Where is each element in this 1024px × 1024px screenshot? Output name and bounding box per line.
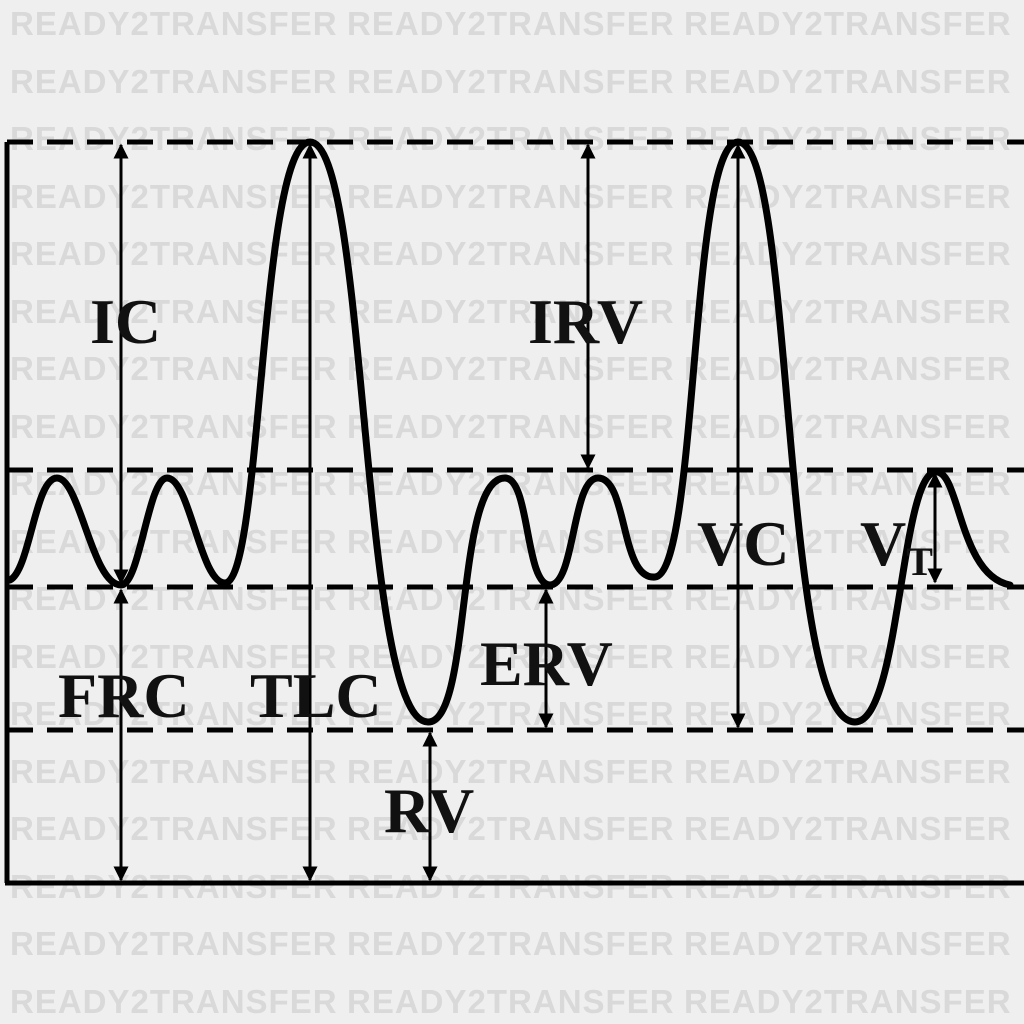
watermark-text: READY2TRANSFER [347, 867, 675, 905]
tlc-label: TLC [250, 660, 382, 731]
watermark-text: READY2TRANSFER [10, 62, 338, 100]
watermark-text: READY2TRANSFER [684, 62, 1012, 100]
watermark-text: READY2TRANSFER [684, 982, 1012, 1020]
watermark-text: READY2TRANSFER [10, 120, 338, 157]
watermark-text: READY2TRANSFER [10, 407, 338, 445]
watermark-text: READY2TRANSFER [684, 810, 1012, 847]
watermark-text: READY2TRANSFER [10, 350, 338, 387]
watermark-text: READY2TRANSFER [347, 407, 675, 445]
watermark-text: READY2TRANSFER [684, 867, 1012, 905]
watermark-text: READY2TRANSFER [347, 5, 675, 42]
frc-label: FRC [58, 660, 190, 731]
watermark-text: READY2TRANSFER [684, 925, 1012, 962]
watermark-text: READY2TRANSFER [10, 235, 338, 272]
watermark-text: READY2TRANSFER [347, 350, 675, 387]
erv-label: ERV [480, 628, 613, 699]
watermark-text: READY2TRANSFER [347, 120, 675, 157]
watermark-text: READY2TRANSFER [10, 695, 338, 732]
watermark-text: READY2TRANSFER [347, 752, 675, 790]
watermark-text: READY2TRANSFER [347, 637, 675, 675]
vt-label-main: V [860, 508, 906, 579]
vt-label-subscript: T [906, 539, 933, 584]
irv-label: IRV [528, 286, 643, 357]
watermark-text: READY2TRANSFER [347, 522, 675, 560]
watermark-text: READY2TRANSFER [10, 867, 338, 905]
ic-label: IC [90, 286, 161, 357]
volume-waveform [6, 138, 1014, 726]
watermark-text: READY2TRANSFER [10, 5, 338, 42]
vc-label: VC [697, 508, 789, 579]
watermark-text: READY2TRANSFER [347, 292, 675, 330]
watermark-text: READY2TRANSFER [10, 982, 338, 1020]
watermark-text: READY2TRANSFER [347, 177, 675, 215]
watermark-text: READY2TRANSFER [347, 62, 675, 100]
watermark-text: READY2TRANSFER [10, 810, 338, 847]
watermark-text: READY2TRANSFER [684, 5, 1012, 42]
watermark-text: READY2TRANSFER [347, 810, 675, 847]
watermark-text: READY2TRANSFER [347, 925, 675, 962]
watermark-text: READY2TRANSFER [10, 292, 338, 330]
rv-label: RV [384, 775, 474, 846]
watermark-text: READY2TRANSFER [10, 925, 338, 962]
watermark-text: READY2TRANSFER [10, 637, 338, 675]
watermark-text: READY2TRANSFER [347, 982, 675, 1020]
vt-label: VT [860, 508, 933, 584]
watermark-text: READY2TRANSFER [10, 752, 338, 790]
watermark-text: READY2TRANSFER [347, 235, 675, 272]
watermark-text: READY2TRANSFER [10, 522, 338, 560]
watermark-text: READY2TRANSFER [347, 695, 675, 732]
watermark-text: READY2TRANSFER [684, 752, 1012, 790]
